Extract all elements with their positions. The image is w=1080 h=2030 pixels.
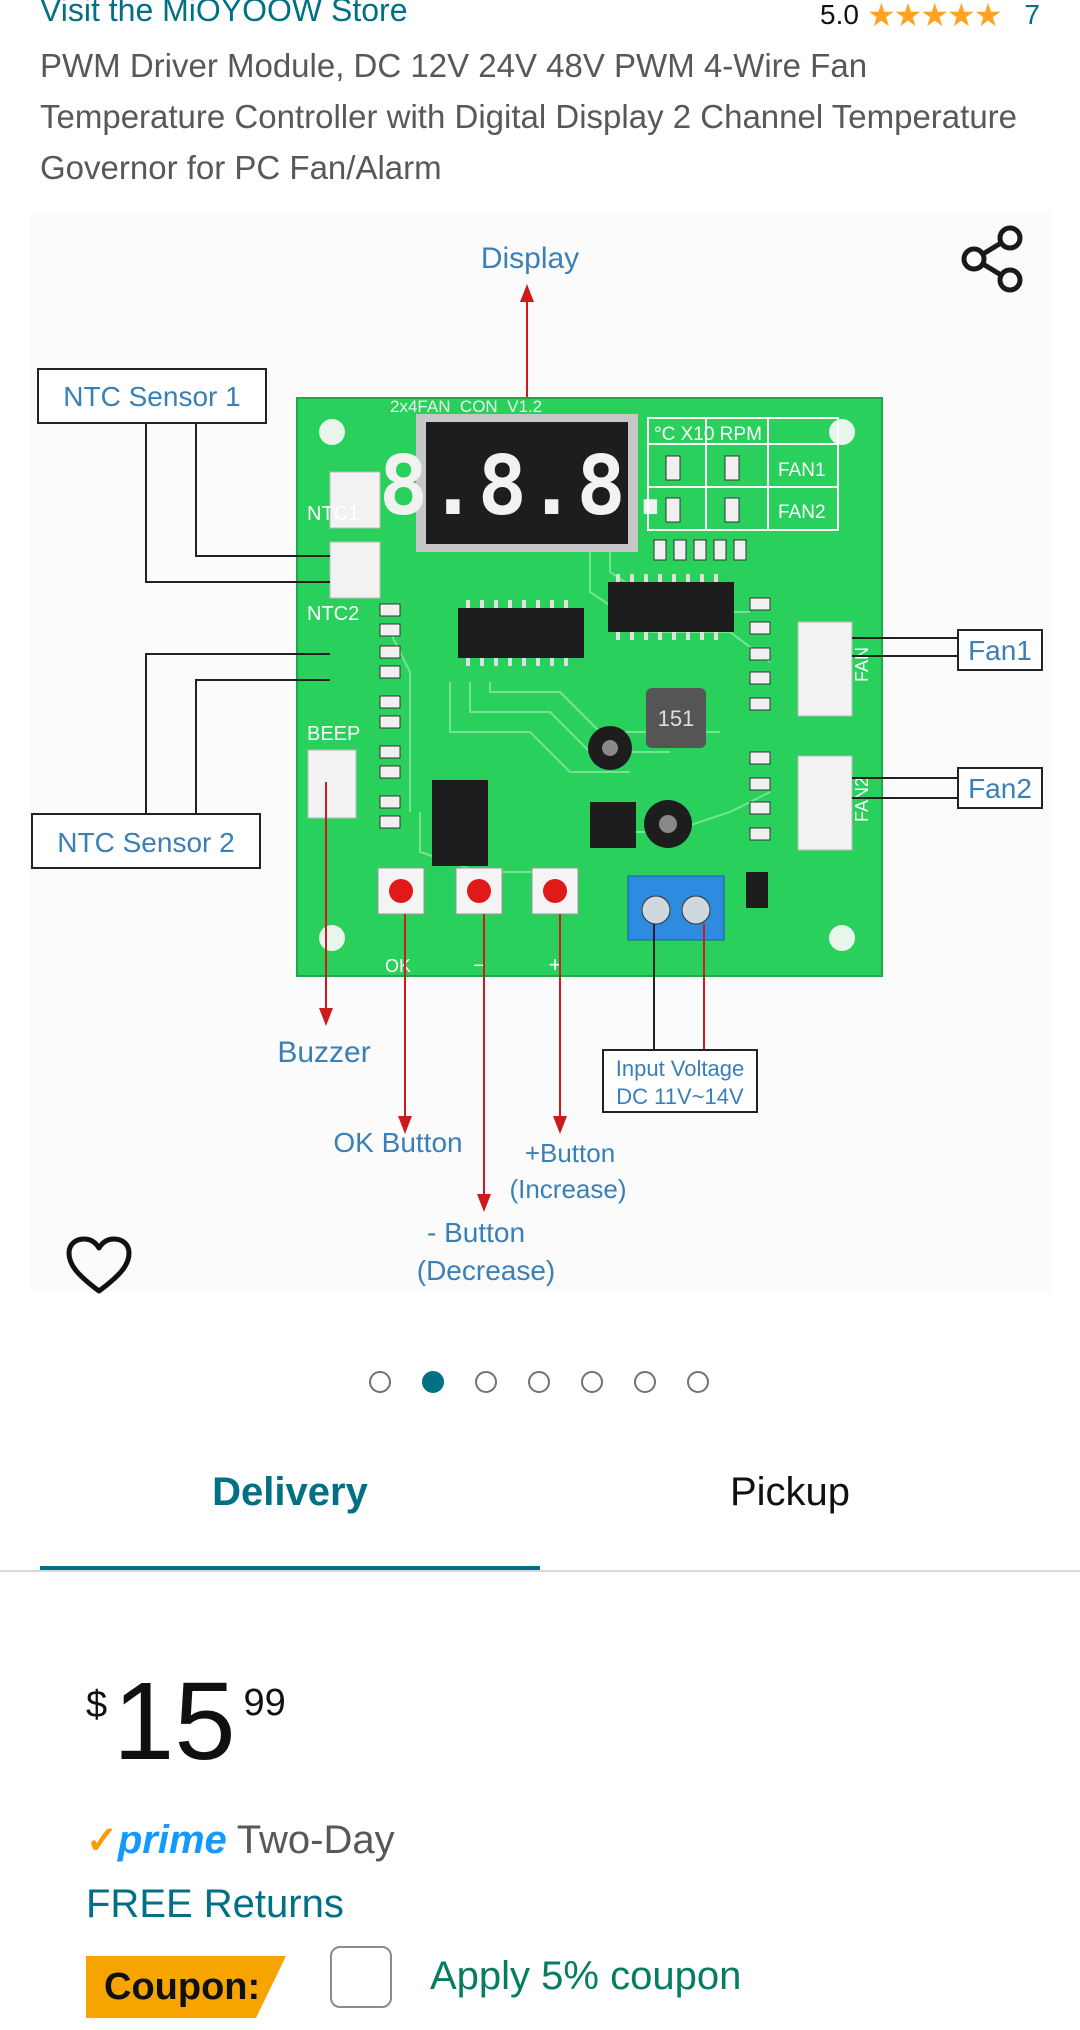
pcb-grid-header: °C X10 RPM — [654, 424, 762, 445]
free-returns-link[interactable]: FREE Returns — [86, 1882, 344, 1926]
label-minus-desc: (Decrease) — [417, 1255, 555, 1286]
pcb-version: 2x4FAN_CON_V1.2 — [390, 397, 542, 416]
coupon-badge: Coupon: — [86, 1956, 286, 2018]
rating-summary[interactable]: 5.0 ★★★★★ 7 — [820, 0, 1040, 34]
review-count[interactable]: 7 — [1024, 0, 1040, 30]
coupon-row: Coupon: Apply 5% coupon — [86, 1946, 986, 2018]
tab-pickup[interactable]: Pickup — [729, 1470, 851, 1514]
label-minus-button: - Button — [427, 1217, 525, 1248]
pcb-ntc2-label: NTC2 — [307, 603, 359, 625]
label-fan1: Fan1 — [968, 635, 1032, 666]
apply-coupon-label[interactable]: Apply 5% coupon — [430, 1954, 742, 1998]
carousel-dot[interactable] — [528, 1371, 550, 1393]
label-buzzer: Buzzer — [277, 1036, 370, 1069]
price: $ 15 99 — [86, 1660, 286, 1783]
carousel-dot[interactable] — [687, 1371, 709, 1393]
prime-check-icon: ✓ — [86, 1820, 118, 1862]
prime-shipping-text: Two-Day — [236, 1818, 395, 1862]
pcb-ntc1-label: NTC1 — [307, 503, 359, 525]
carousel-dot-active[interactable] — [422, 1371, 444, 1393]
star-rating-icon: ★★★★★ — [866, 0, 1002, 33]
prime-badge: ✓ prime Two-Day — [86, 1818, 395, 1863]
visit-store-link[interactable]: Visit the MiOYOOW Store — [40, 0, 408, 28]
label-ok-button: OK Button — [333, 1127, 462, 1158]
label-ntc-sensor-2: NTC Sensor 2 — [57, 827, 234, 858]
rating-value: 5.0 — [820, 0, 859, 30]
pcb-ok-label: OK — [385, 956, 411, 976]
product-image-diagram: Display 2x4FAN_CON_V1.2 8.8.8. °C X10 RP… — [31, 242, 1043, 1286]
pcb-minus-label: − — [473, 955, 485, 977]
tab-selected-indicator — [40, 1566, 540, 1571]
product-title: PWM Driver Module, DC 12V 24V 48V PWM 4-… — [40, 47, 1018, 186]
price-symbol: $ — [86, 1684, 108, 1726]
price-fraction: 99 — [243, 1682, 286, 1724]
product-image[interactable]: Display 2x4FAN_CON_V1.2 8.8.8. °C X10 RP… — [30, 212, 1052, 1292]
pcb-beep-label: BEEP — [307, 723, 360, 745]
heart-icon[interactable] — [66, 1236, 132, 1296]
label-display: Display — [481, 242, 579, 275]
pcb-fan-header-label: FAN — [852, 647, 872, 682]
pcb-plus-label: + — [549, 952, 562, 977]
prime-logo: prime — [117, 1818, 227, 1862]
share-icon[interactable] — [958, 224, 1028, 294]
label-plus-desc: (Increase) — [509, 1174, 626, 1204]
carousel-dot[interactable] — [634, 1371, 656, 1393]
pcb-fan2-header-label: FAN2 — [852, 777, 872, 822]
label-plus-button: +Button — [525, 1138, 615, 1168]
price-whole: 15 — [113, 1660, 236, 1783]
pcb-fan2-label: FAN2 — [778, 502, 826, 523]
carousel-indicator — [0, 1371, 1080, 1397]
tab-delivery[interactable]: Delivery — [212, 1470, 368, 1514]
carousel-dot[interactable] — [369, 1371, 391, 1393]
carousel-dot[interactable] — [581, 1371, 603, 1393]
label-input-voltage: Input Voltage — [616, 1056, 744, 1081]
display-digits: 8.8.8. — [379, 439, 675, 534]
carousel-dot[interactable] — [475, 1371, 497, 1393]
divider — [0, 1570, 1080, 1572]
label-fan2: Fan2 — [968, 773, 1032, 804]
pcb-inductor-label: 151 — [658, 706, 695, 731]
label-ntc-sensor-1: NTC Sensor 1 — [63, 381, 240, 412]
pcb-fan1-label: FAN1 — [778, 460, 826, 481]
label-voltage-range: DC 11V~14V — [616, 1084, 744, 1109]
coupon-checkbox[interactable] — [330, 1946, 392, 2008]
